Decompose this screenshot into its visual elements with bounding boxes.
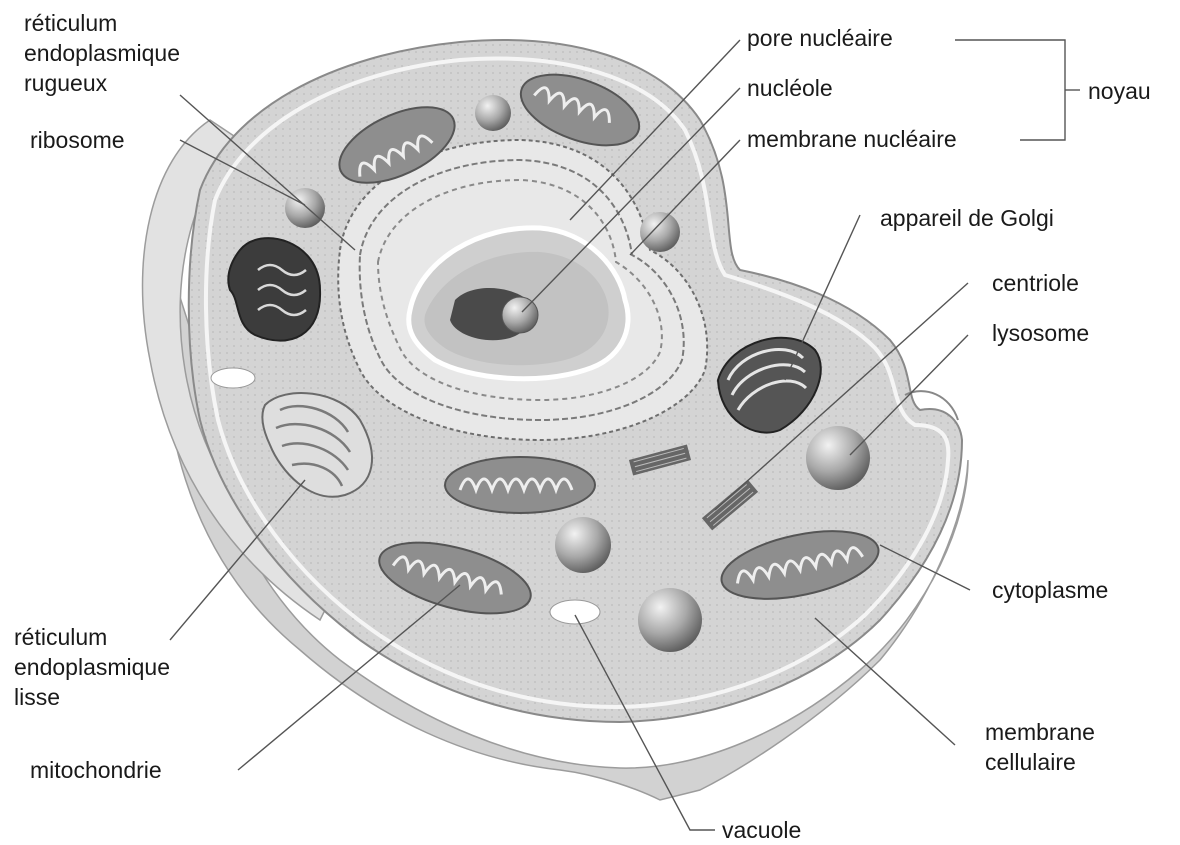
- label-golgi: appareil de Golgi: [880, 203, 1054, 233]
- mitochondrion: [445, 457, 595, 513]
- label-cell-membrane: membrane cellulaire: [985, 717, 1095, 777]
- label-smooth-er: réticulum endoplasmique lisse: [14, 622, 170, 712]
- lysosome: [638, 588, 702, 652]
- vacuole: [211, 368, 255, 388]
- label-nucleolus: nucléole: [747, 73, 833, 103]
- label-lysosome: lysosome: [992, 318, 1089, 348]
- label-nucleus: noyau: [1088, 76, 1151, 106]
- label-nuclear-pore: pore nucléaire: [747, 23, 893, 53]
- label-ribosome: ribosome: [30, 125, 125, 155]
- label-centriole: centriole: [992, 268, 1079, 298]
- label-mitochondrion: mitochondrie: [30, 755, 162, 785]
- lysosome: [806, 426, 870, 490]
- label-rough-er: réticulum endoplasmique rugueux: [24, 8, 180, 98]
- lysosome: [640, 212, 680, 252]
- vacuole: [550, 600, 600, 624]
- label-nuclear-membrane: membrane nucléaire: [747, 124, 957, 154]
- lysosome: [475, 95, 511, 131]
- lysosome: [555, 517, 611, 573]
- label-cytoplasm: cytoplasme: [992, 575, 1108, 605]
